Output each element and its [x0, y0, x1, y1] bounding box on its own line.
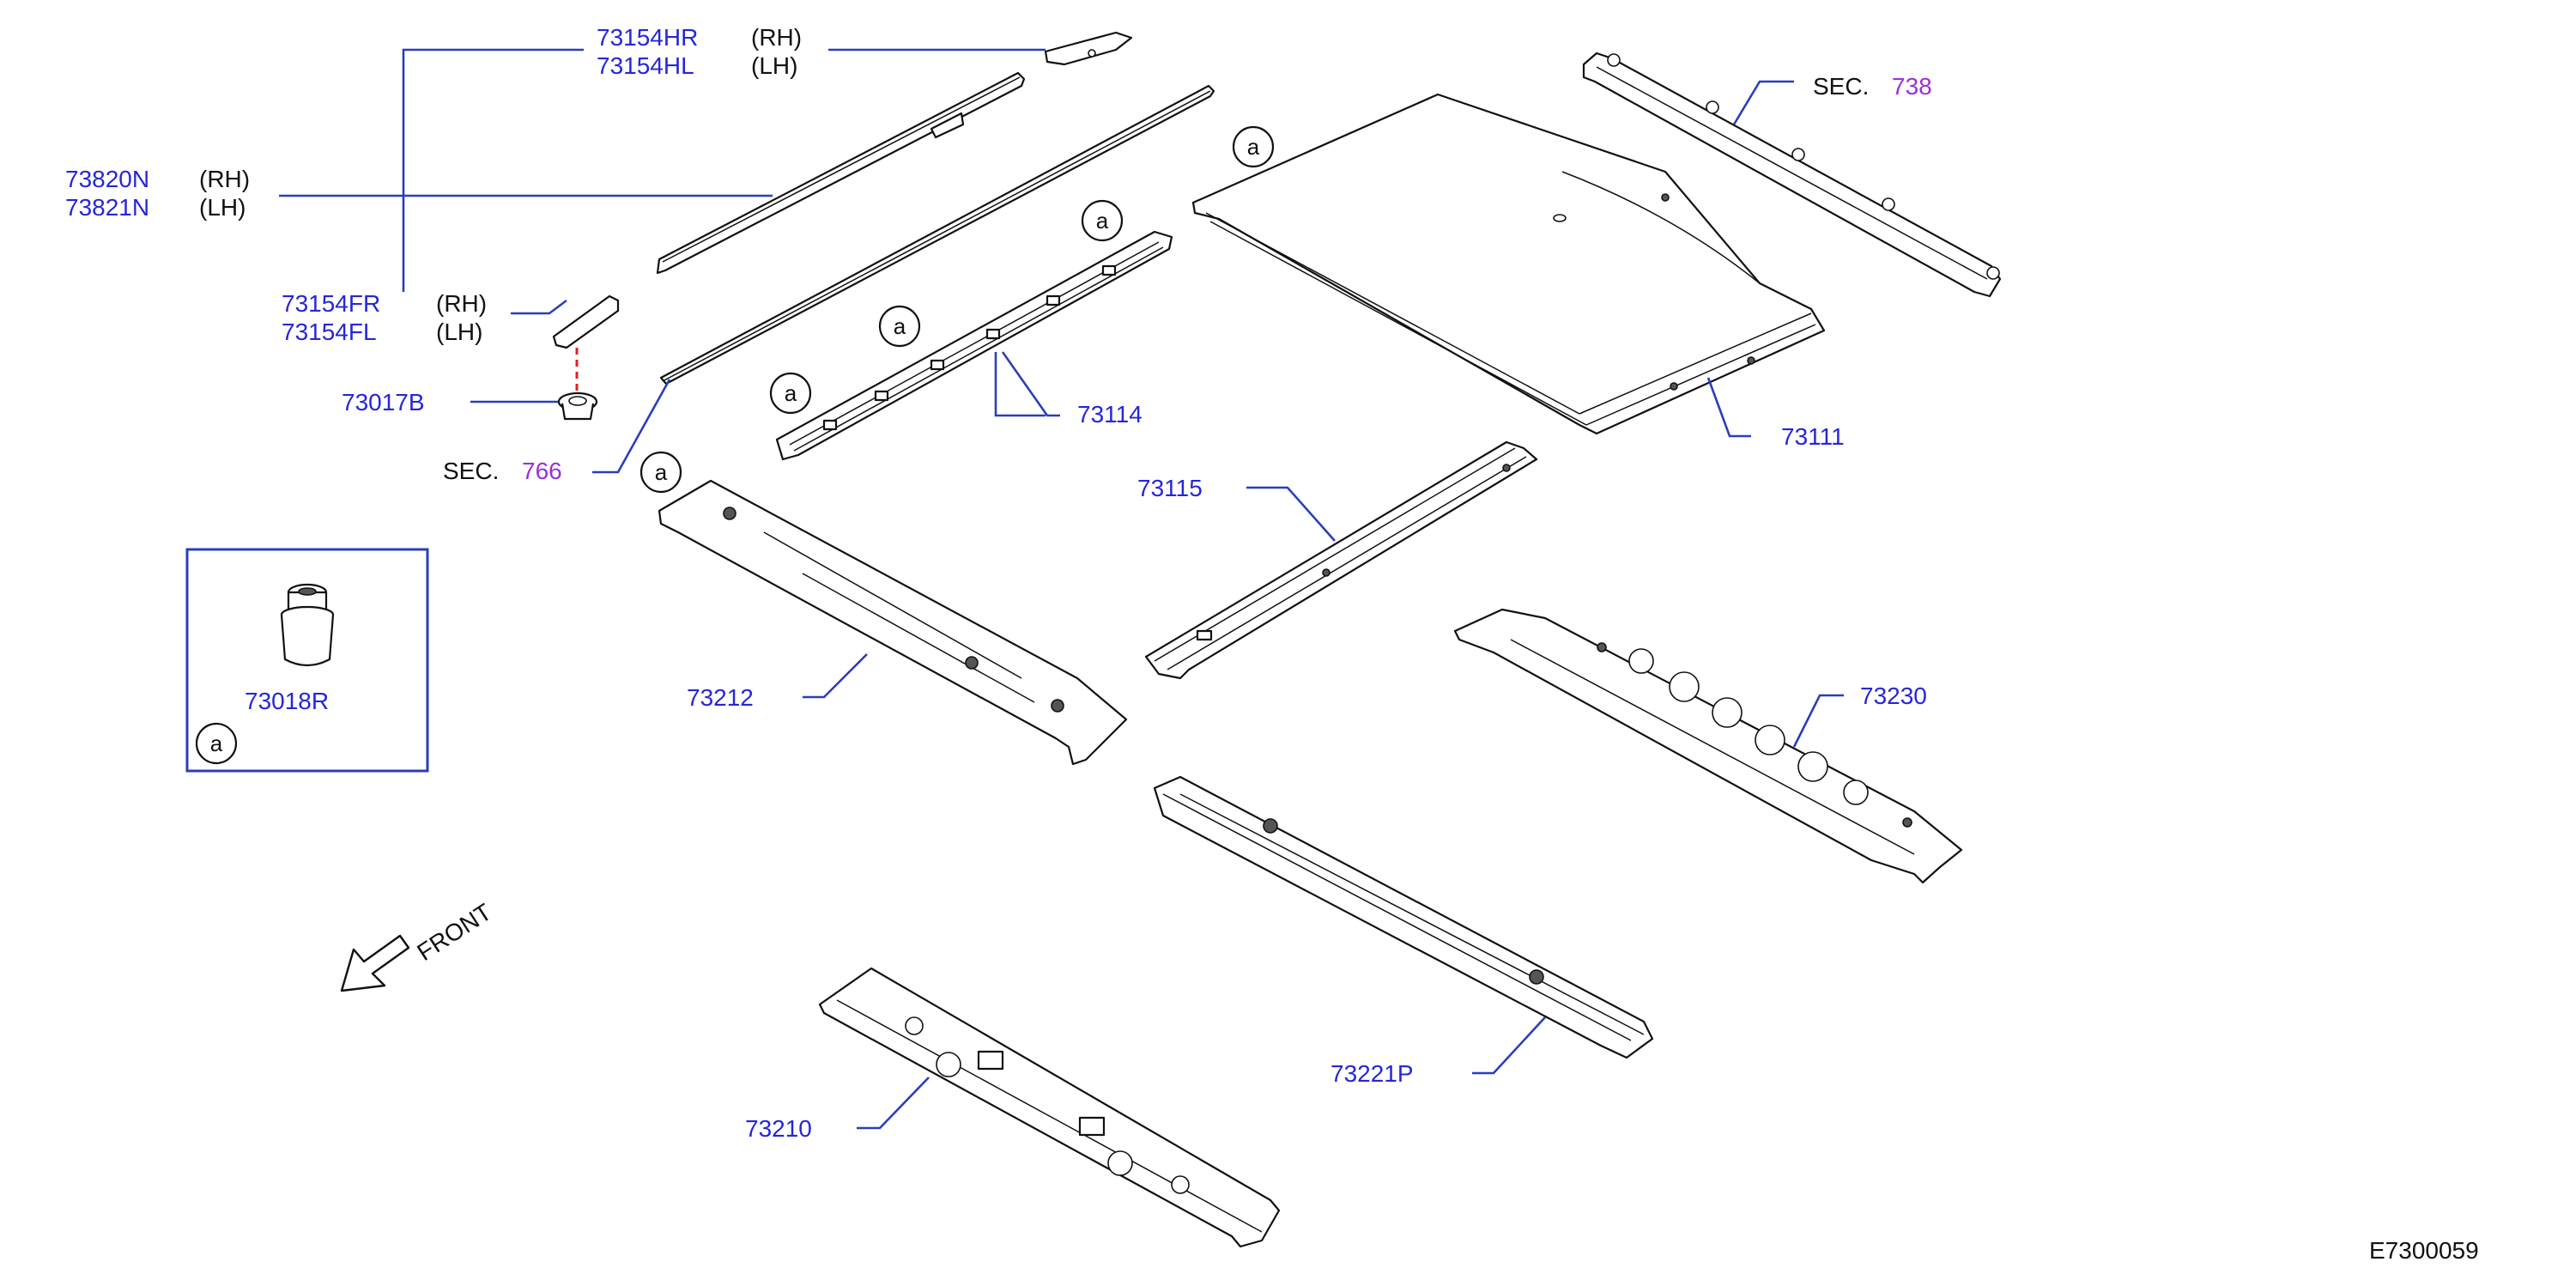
rail-73210-drawing [818, 967, 1281, 1248]
roof-panel-73111-drawing [1191, 93, 1826, 435]
front-arrow-icon [340, 934, 410, 992]
part-number-73154fl: 73154FL [282, 318, 377, 345]
part-number-73821n: 73821N [65, 194, 149, 221]
part-number-73221p: 73221P [1330, 1060, 1414, 1087]
part-number-73017b: 73017B [342, 389, 425, 416]
side-rh-label: (RH) [751, 24, 802, 51]
side-rh-label: (RH) [436, 290, 487, 317]
bow-73115-drawing [1144, 440, 1538, 680]
part-number-73018r: 73018R [245, 688, 329, 714]
inset-part-73018r-drawing [280, 583, 335, 667]
rail-sec-738-drawing [1582, 52, 2002, 298]
clip-drawing [557, 391, 598, 421]
svg-text:a: a [210, 731, 223, 756]
callout-a-1: a [1232, 125, 1275, 168]
moulding-rear-drawing [1044, 31, 1133, 66]
front-label: FRONT [412, 899, 496, 967]
svg-text:a: a [894, 313, 906, 339]
sec-738-number: 738 [1892, 73, 1932, 100]
svg-text:a: a [785, 380, 797, 406]
part-number-73114: 73114 [1077, 401, 1143, 428]
callout-a-5: a [639, 451, 682, 494]
rail-73212-drawing [658, 479, 1128, 766]
callout-a-4: a [769, 372, 812, 415]
side-lh-label: (LH) [436, 318, 482, 345]
svg-text:a: a [1096, 208, 1109, 234]
part-number-73115: 73115 [1137, 475, 1203, 501]
sec-766-label: SEC. [443, 458, 499, 484]
side-lh-label: (LH) [199, 194, 245, 221]
bow-73114-drawing [775, 230, 1173, 461]
rail-moulding-long-drawing [659, 84, 1215, 385]
callout-a-inset: a [195, 722, 238, 765]
part-number-73212: 73212 [687, 684, 754, 711]
rail-73230-drawing [1453, 608, 1963, 884]
rail-73221p-drawing [1153, 775, 1654, 1059]
diagram-id: E7300059 [2369, 1237, 2479, 1264]
part-number-73210: 73210 [745, 1115, 812, 1142]
sec-738-label: SEC. [1813, 73, 1869, 100]
rail-moulding-upper-drawing [656, 71, 1026, 275]
side-lh-label: (LH) [751, 52, 797, 79]
callout-a-2: a [1081, 199, 1124, 242]
part-number-73820n: 73820N [65, 166, 149, 192]
part-number-73154hr: 73154HR [597, 24, 698, 51]
inset-box [185, 548, 429, 773]
side-rh-label: (RH) [199, 166, 250, 192]
part-number-73154hl: 73154HL [597, 52, 694, 79]
moulding-front-drawing [552, 294, 620, 349]
sec-766-number: 766 [522, 458, 562, 484]
leader-lines [279, 48, 1844, 1130]
part-number-73230: 73230 [1860, 682, 1927, 709]
callout-a-3: a [878, 305, 921, 348]
svg-text:a: a [1247, 134, 1260, 160]
svg-text:a: a [655, 459, 668, 485]
part-number-73154fr: 73154FR [282, 290, 380, 317]
part-number-73111: 73111 [1781, 423, 1845, 450]
